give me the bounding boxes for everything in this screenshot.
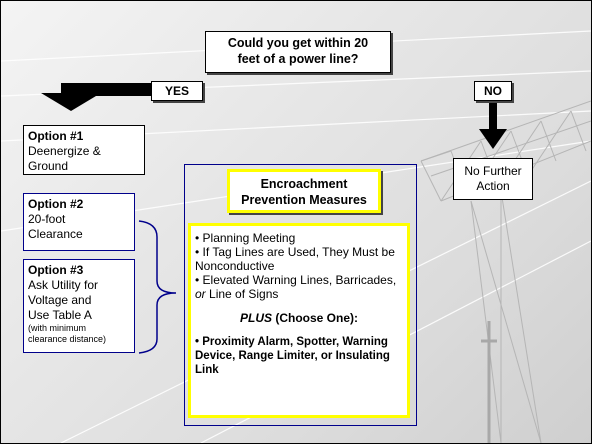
question-line-1: Could you get within 20 bbox=[227, 36, 369, 50]
option-3-line-1: Ask Utility for bbox=[28, 278, 99, 292]
no-further-action-box: No Further Action bbox=[453, 158, 533, 200]
plus-label: PLUS bbox=[239, 311, 272, 325]
option-3-title: Option #3 bbox=[28, 263, 84, 277]
measure-item-planning: • Planning Meeting bbox=[195, 231, 296, 245]
no-label: NO bbox=[474, 81, 512, 101]
option-2-box: Option #2 20-foot Clearance bbox=[23, 193, 135, 251]
option-2-line-1: 20-foot bbox=[28, 212, 66, 226]
measure-item-warning-lines: • Elevated Warning Lines, Barricades, or… bbox=[195, 273, 403, 301]
option-3-box: Option #3 Ask Utility for Voltage and Us… bbox=[23, 259, 135, 353]
plus-rest: (Choose One): bbox=[275, 311, 359, 325]
encroachment-title-line-1: Encroachment bbox=[260, 177, 348, 191]
measure-item-tag-lines: • If Tag Lines are Used, They Must be No… bbox=[195, 245, 395, 273]
measure-final-options: • Proximity Alarm, Spotter, Warning Devi… bbox=[195, 336, 390, 376]
option-3-line-3: Use Table A bbox=[28, 308, 92, 322]
option-1-box: Option #1 Deenergize & Ground bbox=[23, 125, 145, 175]
encroachment-measures-box: • Planning Meeting • If Tag Lines are Us… bbox=[188, 223, 410, 418]
encroachment-frame bbox=[184, 164, 417, 426]
question-box: Could you get within 20 feet of a power … bbox=[205, 31, 391, 73]
options-brace bbox=[138, 220, 177, 354]
yes-arrow-down-icon bbox=[41, 93, 101, 111]
no-arrow-down-icon bbox=[479, 129, 507, 149]
question-line-2: feet of a power line? bbox=[237, 52, 359, 66]
option-2-line-2: Clearance bbox=[28, 227, 83, 241]
option-1-title: Option #1 bbox=[28, 129, 84, 143]
measure-item-or: or bbox=[195, 287, 206, 301]
option-1-line-1: Deenergize & bbox=[28, 144, 101, 158]
yes-arrow-bar bbox=[63, 83, 151, 96]
no-further-line-2: Action bbox=[476, 179, 510, 193]
option-1-line-2: Ground bbox=[28, 159, 69, 173]
encroachment-title-line-2: Prevention Measures bbox=[241, 193, 367, 207]
measure-item-warning-lines-text: • Elevated Warning Lines, Barricades, bbox=[195, 273, 397, 287]
option-2-title: Option #2 bbox=[28, 197, 84, 211]
measure-item-signs: Line of Signs bbox=[209, 287, 279, 301]
no-arrow-shaft bbox=[489, 103, 497, 131]
option-3-note-1: (with minimum bbox=[28, 323, 87, 333]
option-3-note-2: clearance distance) bbox=[28, 334, 107, 344]
option-3-line-2: Voltage and bbox=[28, 293, 92, 307]
plus-choose-one: PLUS (Choose One): bbox=[195, 311, 403, 325]
no-further-line-1: No Further bbox=[464, 164, 522, 178]
encroachment-title-box: Encroachment Prevention Measures bbox=[227, 169, 381, 213]
yes-label: YES bbox=[151, 81, 203, 101]
